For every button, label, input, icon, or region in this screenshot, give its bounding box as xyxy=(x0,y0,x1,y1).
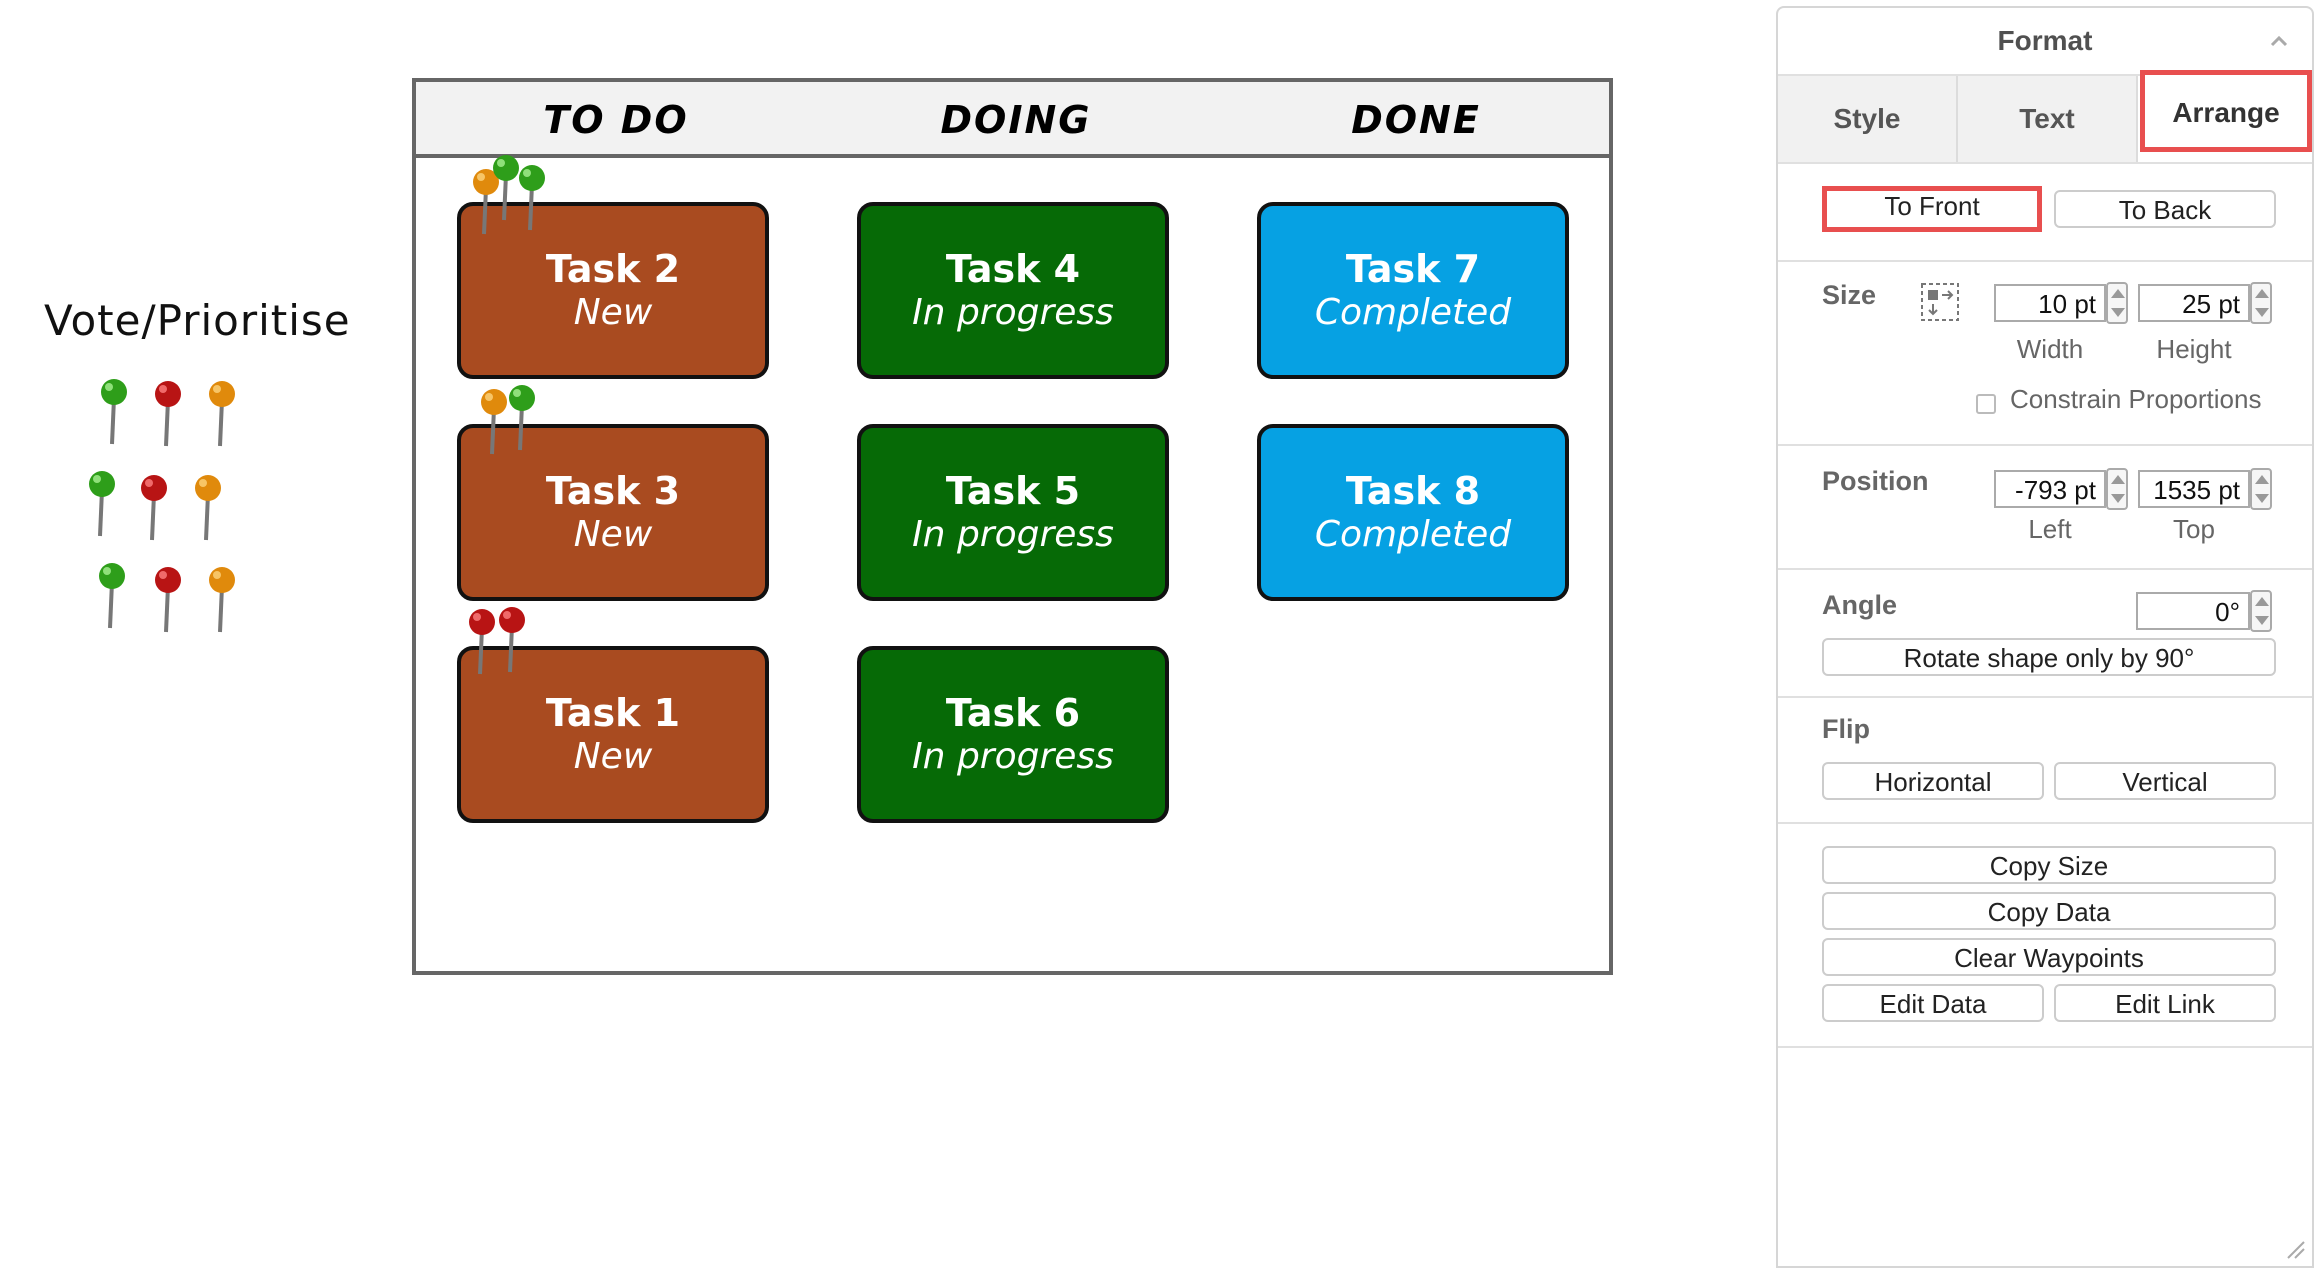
task-status: New xyxy=(573,735,653,777)
green-pin-icon[interactable] xyxy=(96,376,132,446)
tab-arrange[interactable]: Arrange xyxy=(2140,70,2312,152)
task-card[interactable]: Task 8 Completed xyxy=(1257,424,1569,601)
tab-text[interactable]: Text xyxy=(1958,76,2138,162)
constrain-proportions-label[interactable]: Constrain Proportions xyxy=(2010,384,2262,414)
board-header: TO DO DOING DONE xyxy=(416,82,1609,158)
task-card[interactable]: Task 4 In progress xyxy=(857,202,1169,379)
task-status: In progress xyxy=(912,513,1114,555)
red-pin-icon[interactable] xyxy=(494,604,530,674)
red-pin-icon[interactable] xyxy=(150,378,186,448)
divider xyxy=(1778,1046,2312,1048)
task-status: Completed xyxy=(1314,291,1512,333)
format-panel-title: Format xyxy=(1997,25,2093,56)
task-status: New xyxy=(573,291,653,333)
task-card[interactable]: Task 3 New xyxy=(457,424,769,601)
height-label: Height xyxy=(2156,334,2232,364)
clear-waypoints-button[interactable]: Clear Waypoints xyxy=(1822,938,2276,976)
divider xyxy=(1778,822,2312,824)
flip-horizontal-button[interactable]: Horizontal xyxy=(1822,762,2044,800)
autosize-icon[interactable] xyxy=(1918,280,1962,324)
angle-stepper[interactable] xyxy=(2250,590,2272,632)
task-card[interactable]: Task 5 In progress xyxy=(857,424,1169,601)
resize-grip-icon[interactable] xyxy=(2284,1238,2306,1260)
to-back-button[interactable]: To Back xyxy=(2054,190,2276,228)
green-pin-icon[interactable] xyxy=(514,162,550,232)
task-title: Task 6 xyxy=(945,690,1081,735)
rotate-90-button[interactable]: Rotate shape only by 90° xyxy=(1822,638,2276,676)
tab-style[interactable]: Style xyxy=(1778,76,1958,162)
red-pin-icon[interactable] xyxy=(150,564,186,634)
flip-label: Flip xyxy=(1822,714,1870,744)
divider xyxy=(1778,696,2312,698)
green-pin-icon[interactable] xyxy=(84,468,120,538)
top-input[interactable]: 1535 pt xyxy=(2138,470,2250,508)
width-input[interactable]: 10 pt xyxy=(1994,284,2106,322)
width-stepper[interactable] xyxy=(2106,282,2128,324)
edit-data-button[interactable]: Edit Data xyxy=(1822,984,2044,1022)
left-input[interactable]: -793 pt xyxy=(1994,470,2106,508)
column-title-todo[interactable]: TO DO xyxy=(543,98,689,142)
orange-pin-icon[interactable] xyxy=(190,472,226,542)
task-card[interactable]: Task 1 New xyxy=(457,646,769,823)
height-stepper[interactable] xyxy=(2250,282,2272,324)
format-panel: Format Style Text Arrange To Front To Ba… xyxy=(1776,6,2314,1268)
diagram-canvas[interactable]: Vote/Prioritise TO DO DOING DONE Task 2 … xyxy=(0,0,1776,1276)
left-stepper[interactable] xyxy=(2106,468,2128,510)
column-title-doing[interactable]: DOING xyxy=(940,98,1092,142)
column-title-done[interactable]: DONE xyxy=(1351,98,1481,142)
task-title: Task 5 xyxy=(945,468,1081,513)
task-status: New xyxy=(573,513,653,555)
format-tabs: Style Text Arrange xyxy=(1778,70,2312,164)
orange-pin-icon[interactable] xyxy=(204,564,240,634)
orange-pin-icon[interactable] xyxy=(468,166,504,236)
to-front-button[interactable]: To Front xyxy=(1822,186,2042,232)
task-title: Task 3 xyxy=(545,468,681,513)
task-title: Task 7 xyxy=(1345,246,1481,291)
task-status: In progress xyxy=(912,291,1114,333)
edit-link-button[interactable]: Edit Link xyxy=(2054,984,2276,1022)
flip-vertical-button[interactable]: Vertical xyxy=(2054,762,2276,800)
task-card[interactable]: Task 2 New xyxy=(457,202,769,379)
chevron-up-icon[interactable] xyxy=(2268,30,2290,52)
task-status: In progress xyxy=(912,735,1114,777)
task-title: Task 8 xyxy=(1345,468,1481,513)
position-label: Position xyxy=(1822,466,1929,496)
copy-data-button[interactable]: Copy Data xyxy=(1822,892,2276,930)
task-title: Task 1 xyxy=(545,690,681,735)
green-pin-icon[interactable] xyxy=(94,560,130,630)
divider xyxy=(1778,260,2312,262)
copy-size-button[interactable]: Copy Size xyxy=(1822,846,2276,884)
task-card[interactable]: Task 6 In progress xyxy=(857,646,1169,823)
angle-input[interactable]: 0° xyxy=(2136,592,2250,630)
task-title: Task 4 xyxy=(945,246,1081,291)
height-input[interactable]: 25 pt xyxy=(2138,284,2250,322)
red-pin-icon[interactable] xyxy=(464,606,500,676)
divider xyxy=(1778,568,2312,570)
vote-prioritise-label[interactable]: Vote/Prioritise xyxy=(44,296,351,345)
size-label: Size xyxy=(1822,280,1877,310)
left-label: Left xyxy=(2028,514,2072,544)
green-pin-icon[interactable] xyxy=(504,382,540,452)
top-label: Top xyxy=(2173,514,2215,544)
divider xyxy=(1778,444,2312,446)
orange-pin-icon[interactable] xyxy=(204,378,240,448)
constrain-proportions-checkbox[interactable] xyxy=(1976,394,1996,414)
task-title: Task 2 xyxy=(545,246,681,291)
width-label: Width xyxy=(2016,334,2084,364)
angle-label: Angle xyxy=(1822,590,1898,620)
orange-pin-icon[interactable] xyxy=(476,386,512,456)
task-card[interactable]: Task 7 Completed xyxy=(1257,202,1569,379)
top-stepper[interactable] xyxy=(2250,468,2272,510)
red-pin-icon[interactable] xyxy=(136,472,172,542)
task-status: Completed xyxy=(1314,513,1512,555)
green-pin-icon[interactable] xyxy=(488,152,524,222)
